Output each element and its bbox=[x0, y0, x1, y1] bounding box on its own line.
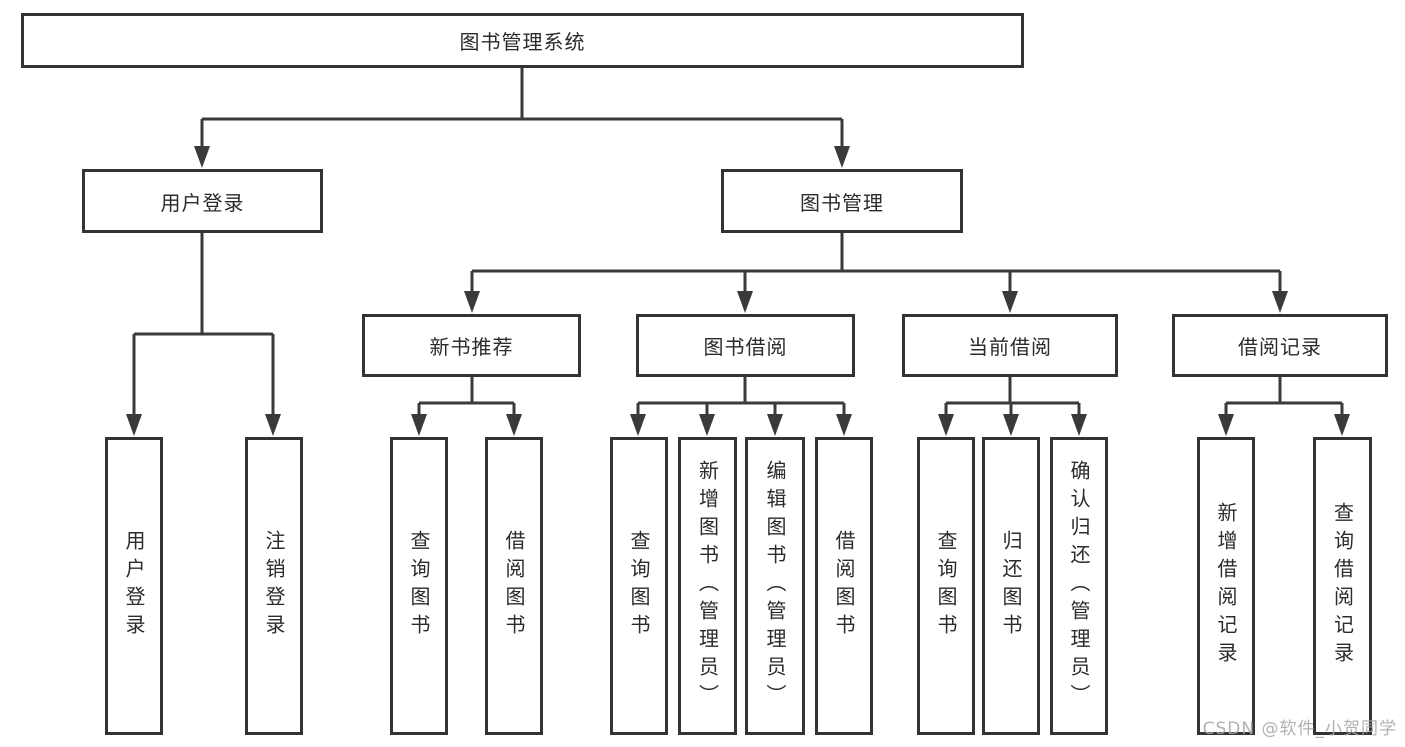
leaf-borrow-books-borrowing: 借阅图书 bbox=[815, 437, 873, 735]
leaf-query-books-recommend: 查询图书 bbox=[390, 437, 448, 735]
leaf-logout: 注销登录 bbox=[245, 437, 303, 735]
tree-edges bbox=[132, 68, 1344, 416]
node-current-borrowing: 当前借阅 bbox=[902, 314, 1118, 377]
node-new-book-recommend: 新书推荐 bbox=[362, 314, 581, 377]
node-root: 图书管理系统 bbox=[21, 13, 1024, 68]
leaf-confirm-return-admin: 确认归还（管理员） bbox=[1050, 437, 1108, 735]
csdn-watermark: CSDN @软件_小贺同学 bbox=[1202, 719, 1397, 739]
leaf-add-borrow-record: 新增借阅记录 bbox=[1197, 437, 1255, 735]
leaf-query-books-current: 查询图书 bbox=[917, 437, 975, 735]
leaf-query-books-borrowing: 查询图书 bbox=[610, 437, 668, 735]
arrowheads bbox=[126, 146, 1350, 436]
node-user-login: 用户登录 bbox=[82, 169, 323, 233]
leaf-add-books-admin: 新增图书（管理员） bbox=[678, 437, 737, 735]
leaf-borrow-books-recommend: 借阅图书 bbox=[485, 437, 543, 735]
node-book-borrowing: 图书借阅 bbox=[636, 314, 855, 377]
leaf-user-login: 用户登录 bbox=[105, 437, 163, 735]
node-book-management: 图书管理 bbox=[721, 169, 963, 233]
leaf-query-borrow-record: 查询借阅记录 bbox=[1313, 437, 1372, 735]
leaf-edit-books-admin: 编辑图书（管理员） bbox=[745, 437, 805, 735]
leaf-return-books: 归还图书 bbox=[982, 437, 1040, 735]
node-borrowing-records: 借阅记录 bbox=[1172, 314, 1388, 377]
